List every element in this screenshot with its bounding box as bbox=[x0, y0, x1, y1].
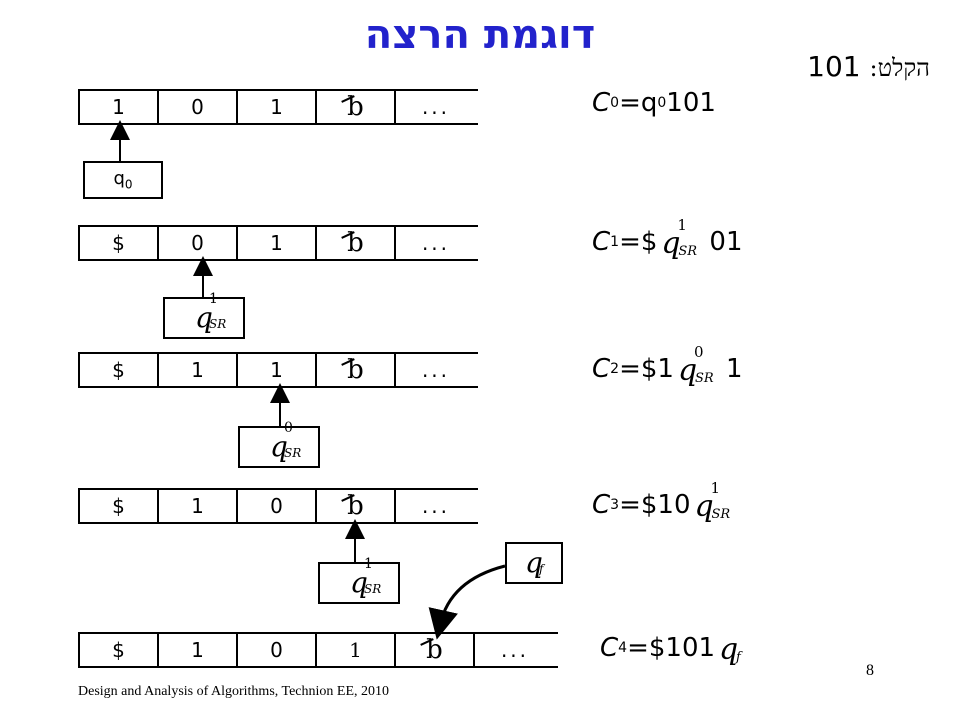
input-label: הקלט: 101 bbox=[770, 50, 930, 83]
tape-3: $ 1 0 b ... bbox=[78, 488, 478, 524]
tape-cell: 0 bbox=[159, 91, 238, 123]
tape-cell: 1 bbox=[159, 634, 238, 666]
tape-cell: 0 bbox=[238, 490, 317, 522]
tape-cell: $ bbox=[80, 354, 159, 386]
tape-cell: 0 bbox=[159, 227, 238, 259]
state-label: q0 bbox=[113, 168, 133, 192]
tape-cell-blank: b bbox=[317, 91, 396, 123]
tape-cell-blank: b bbox=[317, 227, 396, 259]
blank-symbol: b bbox=[347, 491, 364, 521]
head-state-box-0: q0 bbox=[83, 161, 163, 199]
tape-cell-blank: b bbox=[396, 634, 475, 666]
tape-cell: 1 bbox=[80, 91, 159, 123]
tape-cell-ellipsis: ... bbox=[421, 95, 451, 119]
tape-cell: $ bbox=[80, 490, 159, 522]
tape-cell-ellipsis: ... bbox=[500, 638, 530, 662]
blank-symbol: b bbox=[426, 635, 443, 665]
tape-cell: 1 bbox=[159, 490, 238, 522]
tape-cell-blank: b bbox=[317, 490, 396, 522]
footer-text: Design and Analysis of Algorithms, Techn… bbox=[78, 684, 390, 699]
tape-cell: 1 bbox=[238, 227, 317, 259]
blank-symbol: b bbox=[347, 355, 364, 385]
tape-0: 1 0 1 b ... bbox=[78, 89, 478, 125]
head-arrow-final bbox=[428, 564, 506, 640]
tape-cell-ellipsis: ... bbox=[421, 231, 451, 255]
tape-cell: 1 bbox=[238, 91, 317, 123]
input-label-text: הקלט: bbox=[869, 54, 930, 82]
tape-cell: 1 bbox=[159, 354, 238, 386]
blank-symbol: b bbox=[347, 92, 364, 122]
input-value: 101 bbox=[807, 50, 861, 83]
tape-cell: $ bbox=[80, 634, 159, 666]
tape-cell: 1 bbox=[317, 634, 396, 666]
tape-cell-ellipsis: ... bbox=[421, 358, 451, 382]
tape-cell: 1 bbox=[238, 354, 317, 386]
tape-cell: $ bbox=[80, 227, 159, 259]
tape-2: $ 1 1 b ... bbox=[78, 352, 478, 388]
page-title: דוגמת הרצה bbox=[364, 12, 596, 58]
page-number: 8 bbox=[866, 662, 874, 679]
blank-symbol: b bbox=[347, 228, 364, 258]
tape-cell-blank: b bbox=[317, 354, 396, 386]
tape-cell-ellipsis: ... bbox=[421, 494, 451, 518]
tape-cell: 0 bbox=[238, 634, 317, 666]
tape-4: $ 1 0 1 b ... bbox=[78, 632, 558, 668]
tape-1: $ 0 1 b ... bbox=[78, 225, 478, 261]
